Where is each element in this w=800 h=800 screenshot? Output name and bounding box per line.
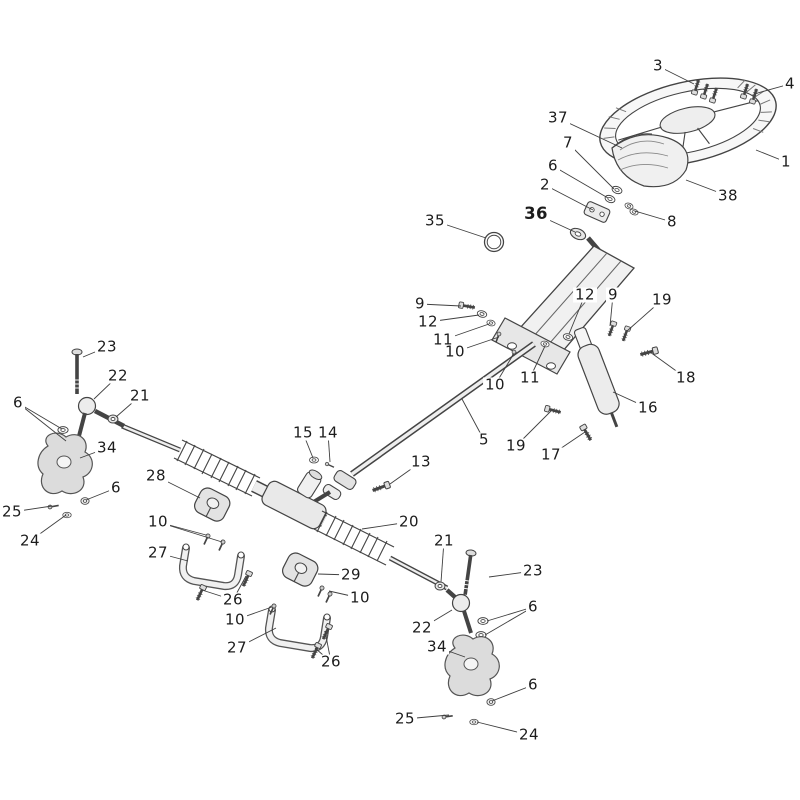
part-label-6-28: 6 (11, 393, 25, 412)
column-upper-parts (569, 184, 640, 241)
universal-joint (309, 456, 393, 505)
rack-bushing-right (282, 552, 319, 587)
tie-rod-end-right (434, 547, 489, 639)
part-label-9-16: 9 (606, 285, 620, 304)
o-ring (483, 231, 505, 253)
part-label-23-25: 23 (95, 337, 119, 356)
column-bracket-part (583, 201, 611, 223)
rack-and-pinion (121, 423, 449, 591)
part-label-12-15: 12 (573, 285, 597, 304)
part-label-6-48: 6 (526, 597, 540, 616)
part-label-7-4: 7 (561, 133, 575, 152)
part-label-19-23: 19 (504, 436, 528, 455)
part-label-22-49: 22 (410, 618, 434, 637)
part-label-22-26: 22 (106, 366, 130, 385)
leader-line-6 (17, 402, 67, 442)
part-label-10-37: 10 (146, 512, 170, 531)
part-label-14-31: 14 (316, 423, 340, 442)
part-label-28-33: 28 (144, 466, 168, 485)
rack-clamp-right (264, 584, 335, 661)
part-label-23-44: 23 (521, 561, 545, 580)
leader-line-6 (552, 165, 609, 199)
steering-knuckle-right (441, 634, 500, 726)
steering-shaft (350, 341, 536, 477)
part-label-13-32: 13 (409, 452, 433, 471)
part-label-6-5: 6 (546, 156, 560, 175)
part-label-6-51: 6 (526, 675, 540, 694)
part-label-24-36: 24 (18, 531, 42, 550)
part-label-9-11: 9 (413, 294, 427, 313)
part-label-8-8: 8 (665, 212, 679, 231)
part-label-11-21: 11 (518, 368, 542, 387)
part-label-38-7: 38 (716, 186, 740, 205)
part-label-19-17: 19 (650, 290, 674, 309)
part-label-18-18: 18 (674, 368, 698, 387)
part-label-20-40: 20 (397, 512, 421, 531)
part-label-21-43: 21 (432, 531, 456, 550)
leader-line-6 (17, 402, 63, 430)
pinion-input (296, 469, 323, 499)
part-label-26-39: 26 (221, 590, 245, 609)
part-label-27-38: 27 (146, 543, 170, 562)
part-label-10-42: 10 (348, 588, 372, 607)
part-label-15-30: 15 (291, 423, 315, 442)
leader-line-6 (486, 606, 534, 622)
part-label-35-10: 35 (423, 211, 447, 230)
leader-line-7 (567, 142, 615, 190)
part-label-17-24: 17 (539, 445, 563, 464)
part-label-6-34: 6 (109, 478, 123, 497)
rack-clamp-left (178, 532, 255, 603)
part-label-37-2: 37 (546, 108, 570, 127)
rack-bushing-left (194, 487, 231, 522)
part-label-10-20: 10 (483, 375, 507, 394)
part-label-11-13: 11 (431, 330, 455, 349)
part-label-1-3: 1 (779, 152, 793, 171)
steering-damper (542, 319, 661, 444)
part-label-26-47: 26 (319, 652, 343, 671)
tie-rod-end-left (57, 347, 126, 446)
part-label-27-46: 27 (225, 638, 249, 657)
part-label-21-27: 21 (128, 386, 152, 405)
column-bushing-part (569, 227, 587, 241)
column-cover (611, 133, 689, 188)
part-label-5-22: 5 (477, 430, 491, 449)
part-label-34-50: 34 (425, 637, 449, 656)
part-label-29-41: 29 (339, 565, 363, 584)
part-label-10-14: 10 (443, 342, 467, 361)
part-label-12-12: 12 (416, 312, 440, 331)
steering-knuckle-left (37, 432, 93, 519)
part-label-2-6: 2 (538, 175, 552, 194)
part-label-4-1: 4 (783, 74, 797, 93)
part-label-25-35: 25 (0, 502, 24, 521)
part-label-25-52: 25 (393, 709, 417, 728)
part-label-16-19: 16 (636, 398, 660, 417)
part-label-34-29: 34 (95, 438, 119, 457)
leader-line-2 (544, 184, 594, 211)
part-label-3-0: 3 (651, 56, 665, 75)
part-label-10-45: 10 (223, 610, 247, 629)
part-label-36-9: 36 (522, 203, 550, 223)
part-label-24-53: 24 (517, 725, 541, 744)
leader-line-6 (484, 606, 534, 636)
